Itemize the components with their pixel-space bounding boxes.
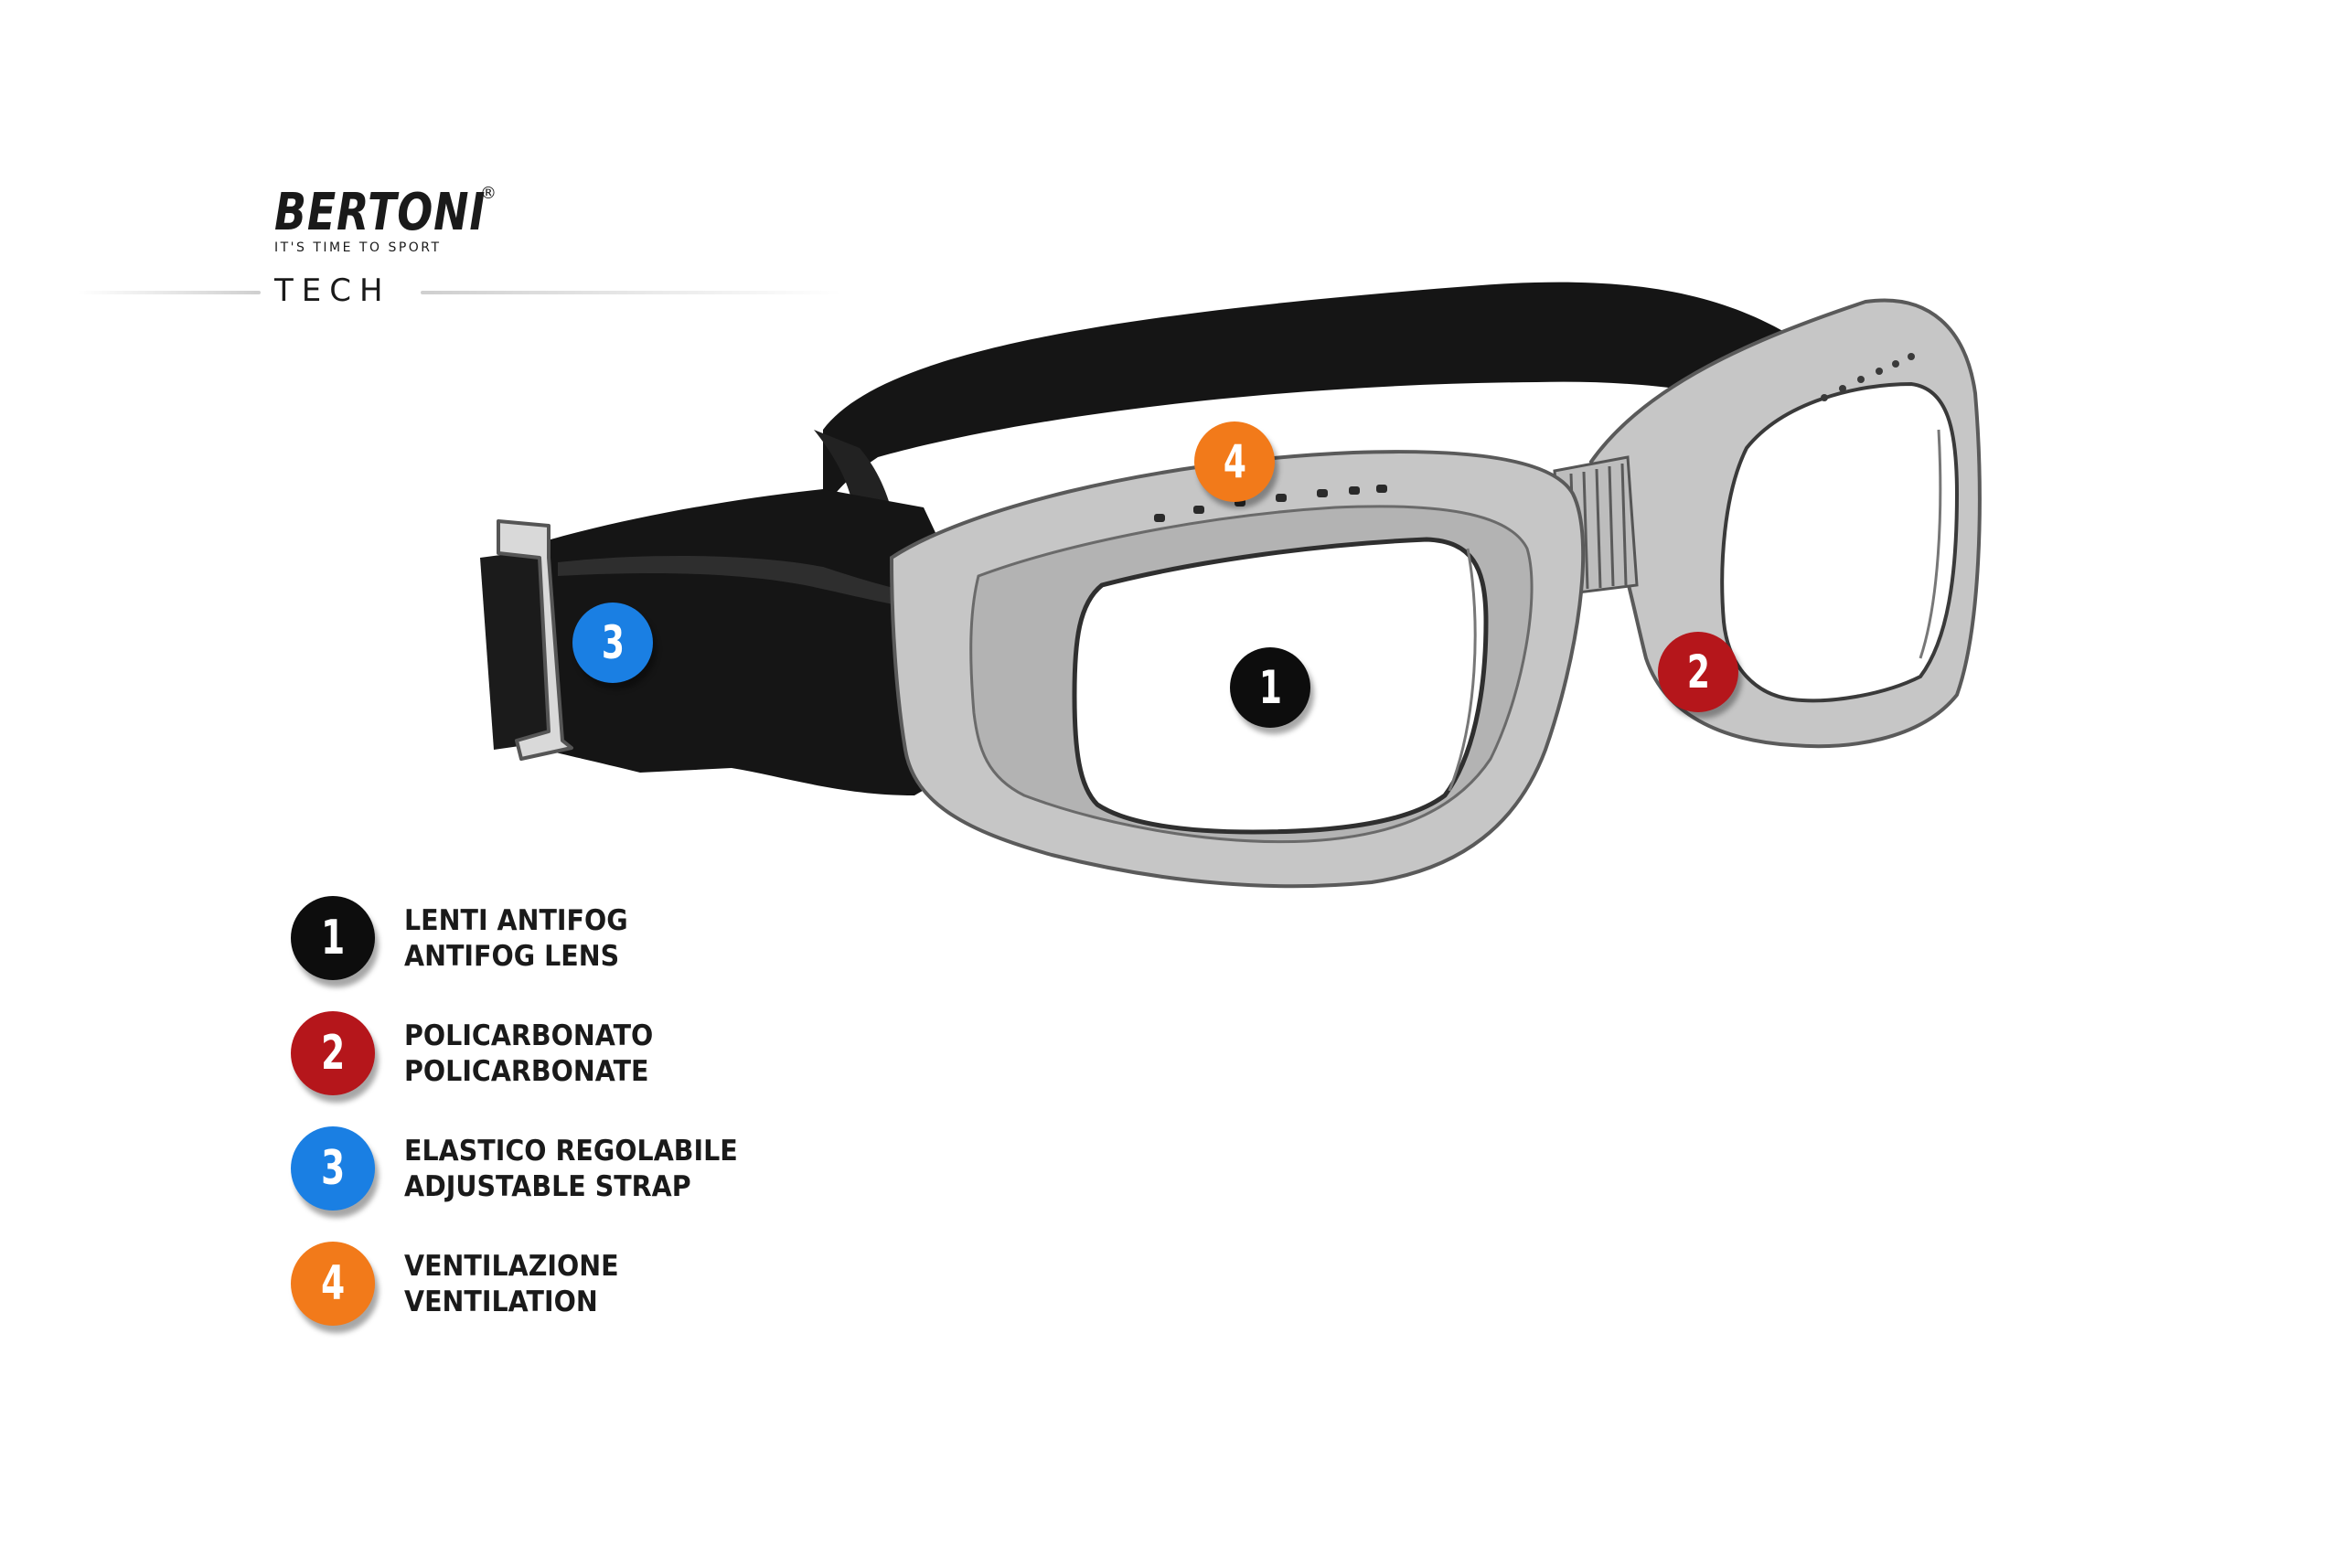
legend-badge: 3 (291, 1126, 375, 1211)
lens-right (1720, 381, 1960, 703)
strap-back (823, 282, 1829, 512)
legend-item: 4 VENTILAZIONE VENTILATION (291, 1242, 931, 1333)
legend-label: ELASTICO REGOLABILE ADJUSTABLE STRAP (404, 1134, 738, 1205)
registered-mark: ® (480, 184, 497, 203)
callout-number: 2 (1686, 645, 1710, 699)
legend-number: 4 (320, 1256, 346, 1311)
legend-label-english: ADJUSTABLE STRAP (404, 1170, 691, 1203)
legend-badge: 4 (291, 1242, 375, 1326)
brand-logo: BERTONI ® IT'S TIME TO SPORT (274, 183, 512, 255)
legend-label-english: VENTILATION (404, 1285, 598, 1318)
legend-label-italian: LENTI ANTIFOG (404, 904, 628, 937)
legend-badge: 1 (291, 896, 375, 980)
callout-number: 3 (601, 616, 625, 669)
brand-name: BERTONI (274, 183, 486, 242)
header-divider-left (78, 291, 261, 294)
legend-number: 1 (320, 911, 346, 965)
legend-item: 1 LENTI ANTIFOG ANTIFOG LENS (291, 896, 931, 987)
legend-label-italian: POLICARBONATO (404, 1019, 654, 1052)
callout-number: 4 (1223, 435, 1246, 488)
callout-lens: 1 (1230, 647, 1310, 728)
legend-label-italian: VENTILAZIONE (404, 1250, 619, 1283)
legend-number: 3 (320, 1141, 346, 1196)
legend-label: POLICARBONATO POLICARBONATE (404, 1019, 653, 1090)
legend-item: 2 POLICARBONATO POLICARBONATE (291, 1011, 931, 1103)
legend-label-english: ANTIFOG LENS (404, 940, 620, 973)
callout-polycarbonate: 2 (1658, 632, 1738, 712)
legend-label: VENTILAZIONE VENTILATION (404, 1249, 619, 1320)
legend-badge: 2 (291, 1011, 375, 1095)
legend-label: LENTI ANTIFOG ANTIFOG LENS (404, 903, 628, 975)
header-divider-right (421, 291, 841, 294)
callout-strap: 3 (572, 603, 653, 683)
vent-holes-right (1821, 353, 1915, 401)
legend-label-italian: ELASTICO REGOLABILE (404, 1135, 738, 1168)
bridge-ribs (1569, 463, 1628, 591)
legend-number: 2 (320, 1026, 346, 1081)
brand-tagline: IT'S TIME TO SPORT (274, 240, 442, 255)
vent-holes-left (1154, 485, 1387, 522)
product-line-title: TECH (274, 272, 391, 309)
strap-end (480, 549, 558, 750)
strap-buckle (497, 519, 573, 761)
legend-label-english: POLICARBONATE (404, 1055, 649, 1088)
lens-right-edge (1919, 429, 1942, 659)
lens-left-edge (1448, 548, 1477, 792)
legend-item: 3 ELASTICO REGOLABILE ADJUSTABLE STRAP (291, 1126, 931, 1218)
strap-front-shade (558, 556, 956, 613)
callout-ventilation: 4 (1194, 421, 1275, 502)
callout-number: 1 (1258, 661, 1282, 714)
